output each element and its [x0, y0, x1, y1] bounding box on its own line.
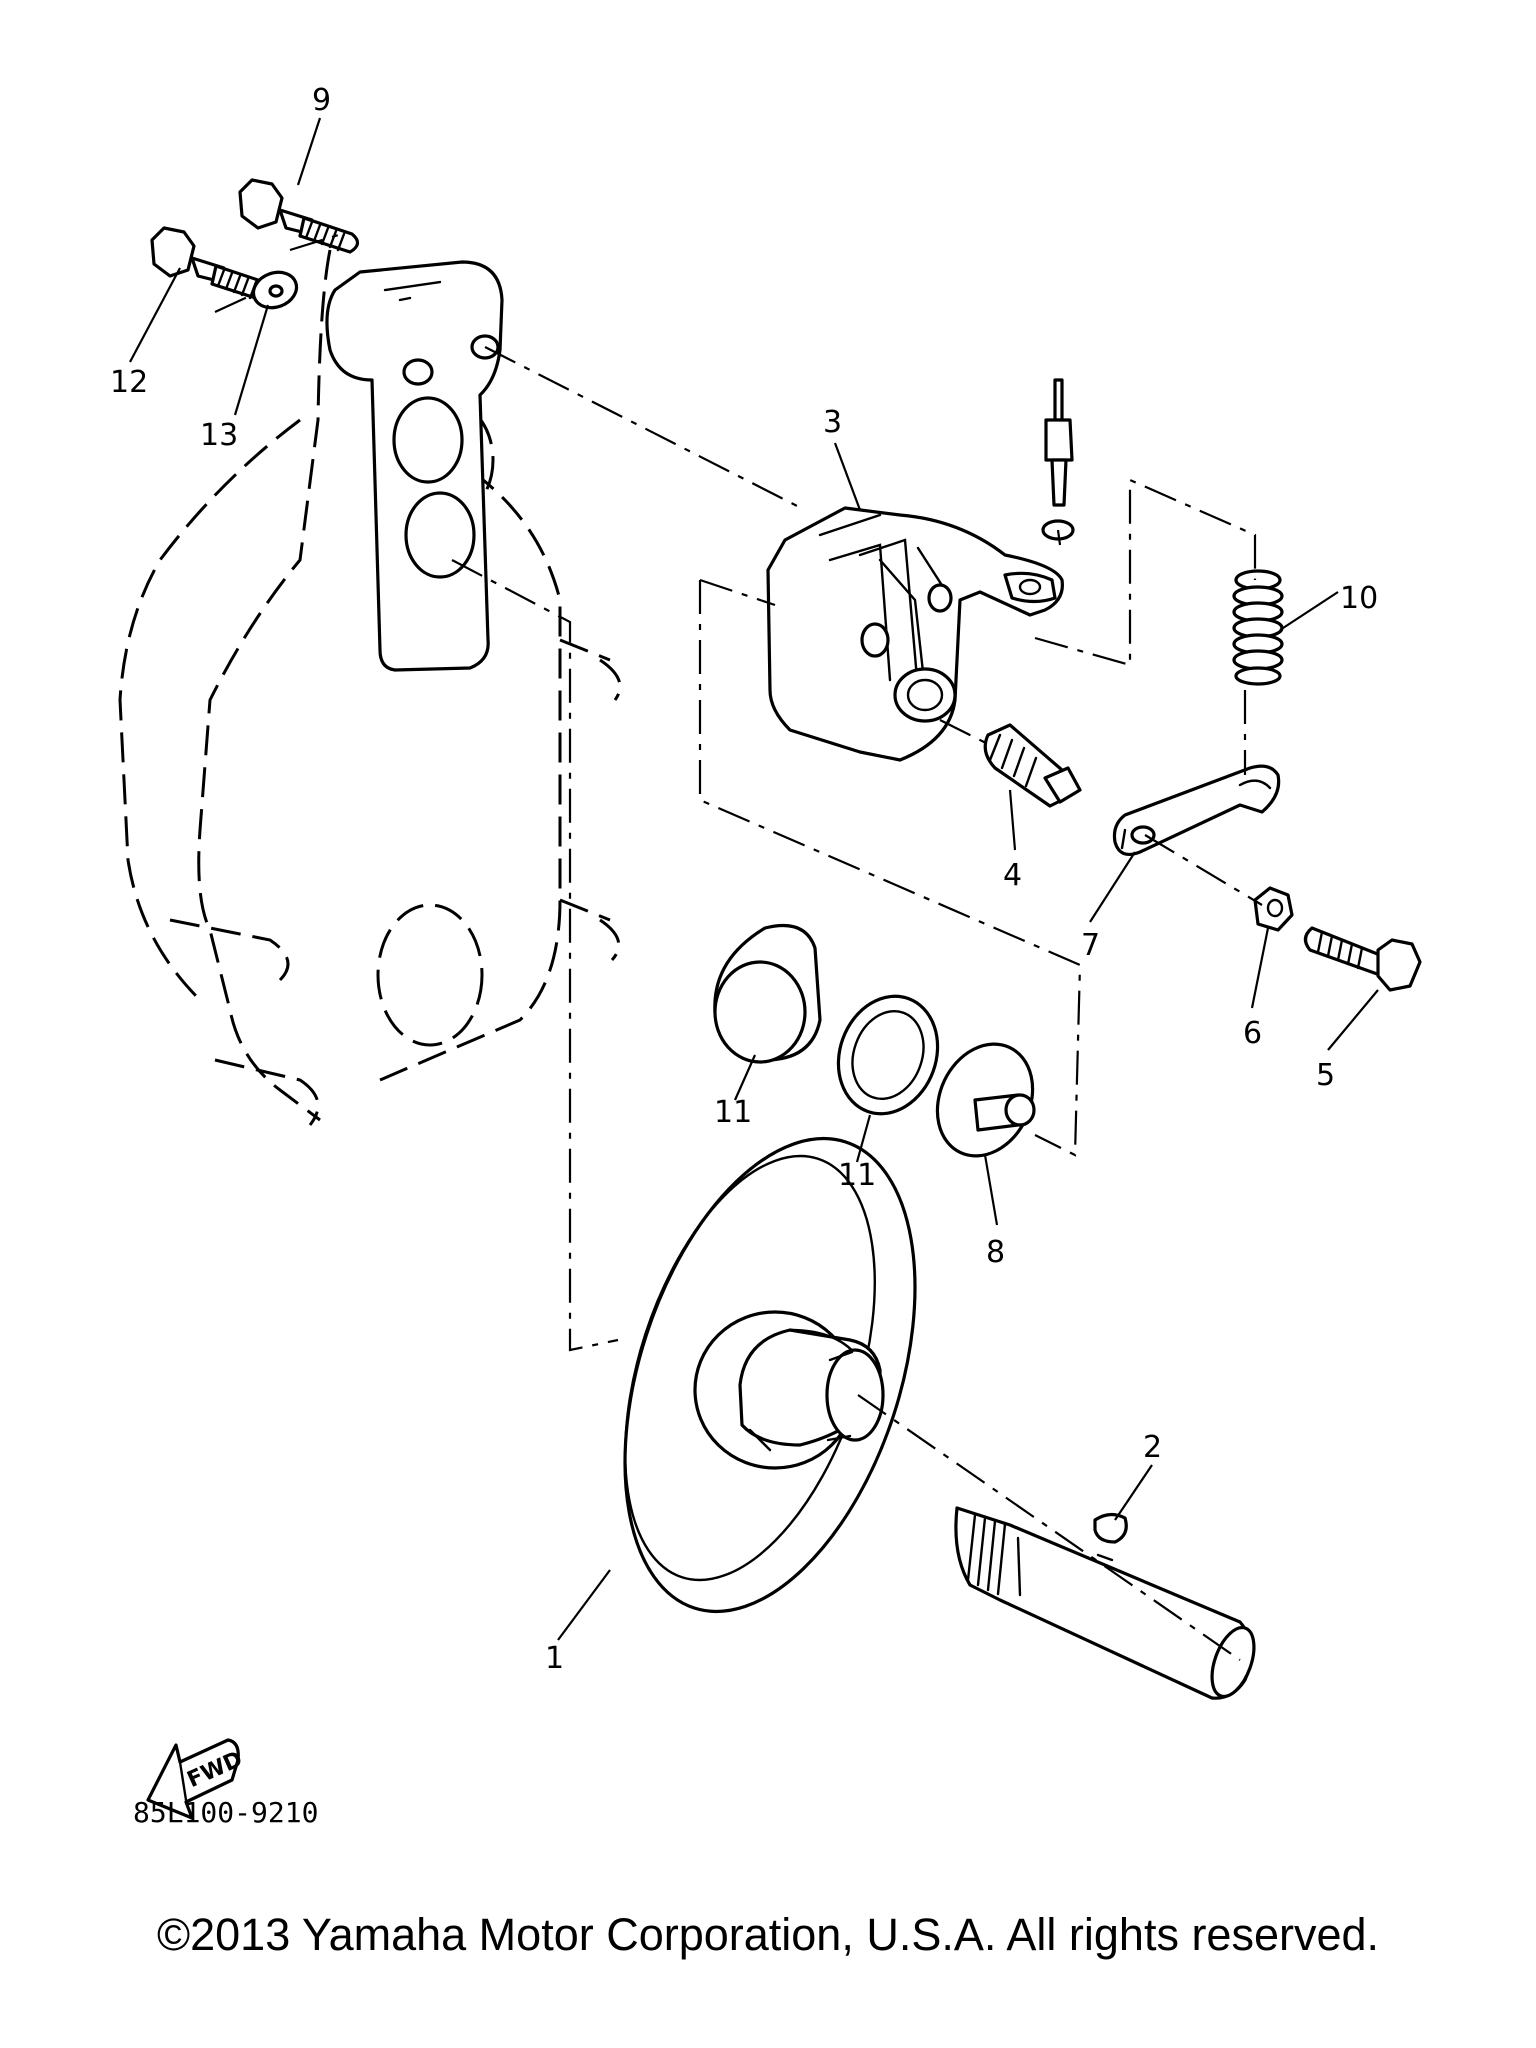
- callout-1: 1: [545, 1641, 564, 1676]
- callout-12: 12: [110, 365, 148, 400]
- callout-2: 2: [1143, 1430, 1162, 1465]
- callout-4: 4: [1003, 858, 1022, 893]
- cam-8: [935, 1042, 1036, 1158]
- nut-6: [1253, 886, 1294, 932]
- callout-11-right: 11: [838, 1158, 876, 1193]
- washer-13: [251, 270, 299, 310]
- lever-arm-7: [1112, 764, 1281, 856]
- spring-10: [1232, 569, 1284, 686]
- callout-5: 5: [1316, 1058, 1335, 1093]
- callout-labels: 1 2 3 4 5 6 7 8 9 10 11 11 12 13: [110, 83, 1378, 1676]
- shaft: [954, 1506, 1256, 1700]
- copyright-notice: ©2013 Yamaha Motor Corporation, U.S.A. A…: [156, 1909, 1380, 1960]
- drive-pulley-1: [623, 1136, 917, 1614]
- brake-caliper-3: [766, 506, 1064, 762]
- callout-9: 9: [312, 83, 331, 118]
- callout-13: 13: [200, 418, 238, 453]
- callout-6: 6: [1243, 1016, 1262, 1051]
- cable-end: [1041, 378, 1075, 541]
- callout-3: 3: [823, 405, 842, 440]
- cap-11-left: [713, 923, 822, 1064]
- callout-7: 7: [1081, 928, 1100, 963]
- callout-11-left: 11: [714, 1095, 752, 1130]
- leader-lines: [129, 117, 1379, 1641]
- fwd-arrow-icon: FWD: [146, 1738, 246, 1820]
- key-2: [1093, 1512, 1128, 1544]
- mounting-plate: [325, 260, 504, 672]
- exploded-view-lines: [214, 230, 1263, 1661]
- ring-11-right: [836, 994, 940, 1116]
- callout-10: 10: [1340, 581, 1378, 616]
- bolt-9: [238, 178, 360, 254]
- adjuster-screw-4: [983, 723, 1082, 808]
- bolt-5: [1303, 926, 1422, 992]
- callout-8: 8: [986, 1235, 1005, 1270]
- diagram-reference-code: 85L100-9210: [133, 1796, 318, 1829]
